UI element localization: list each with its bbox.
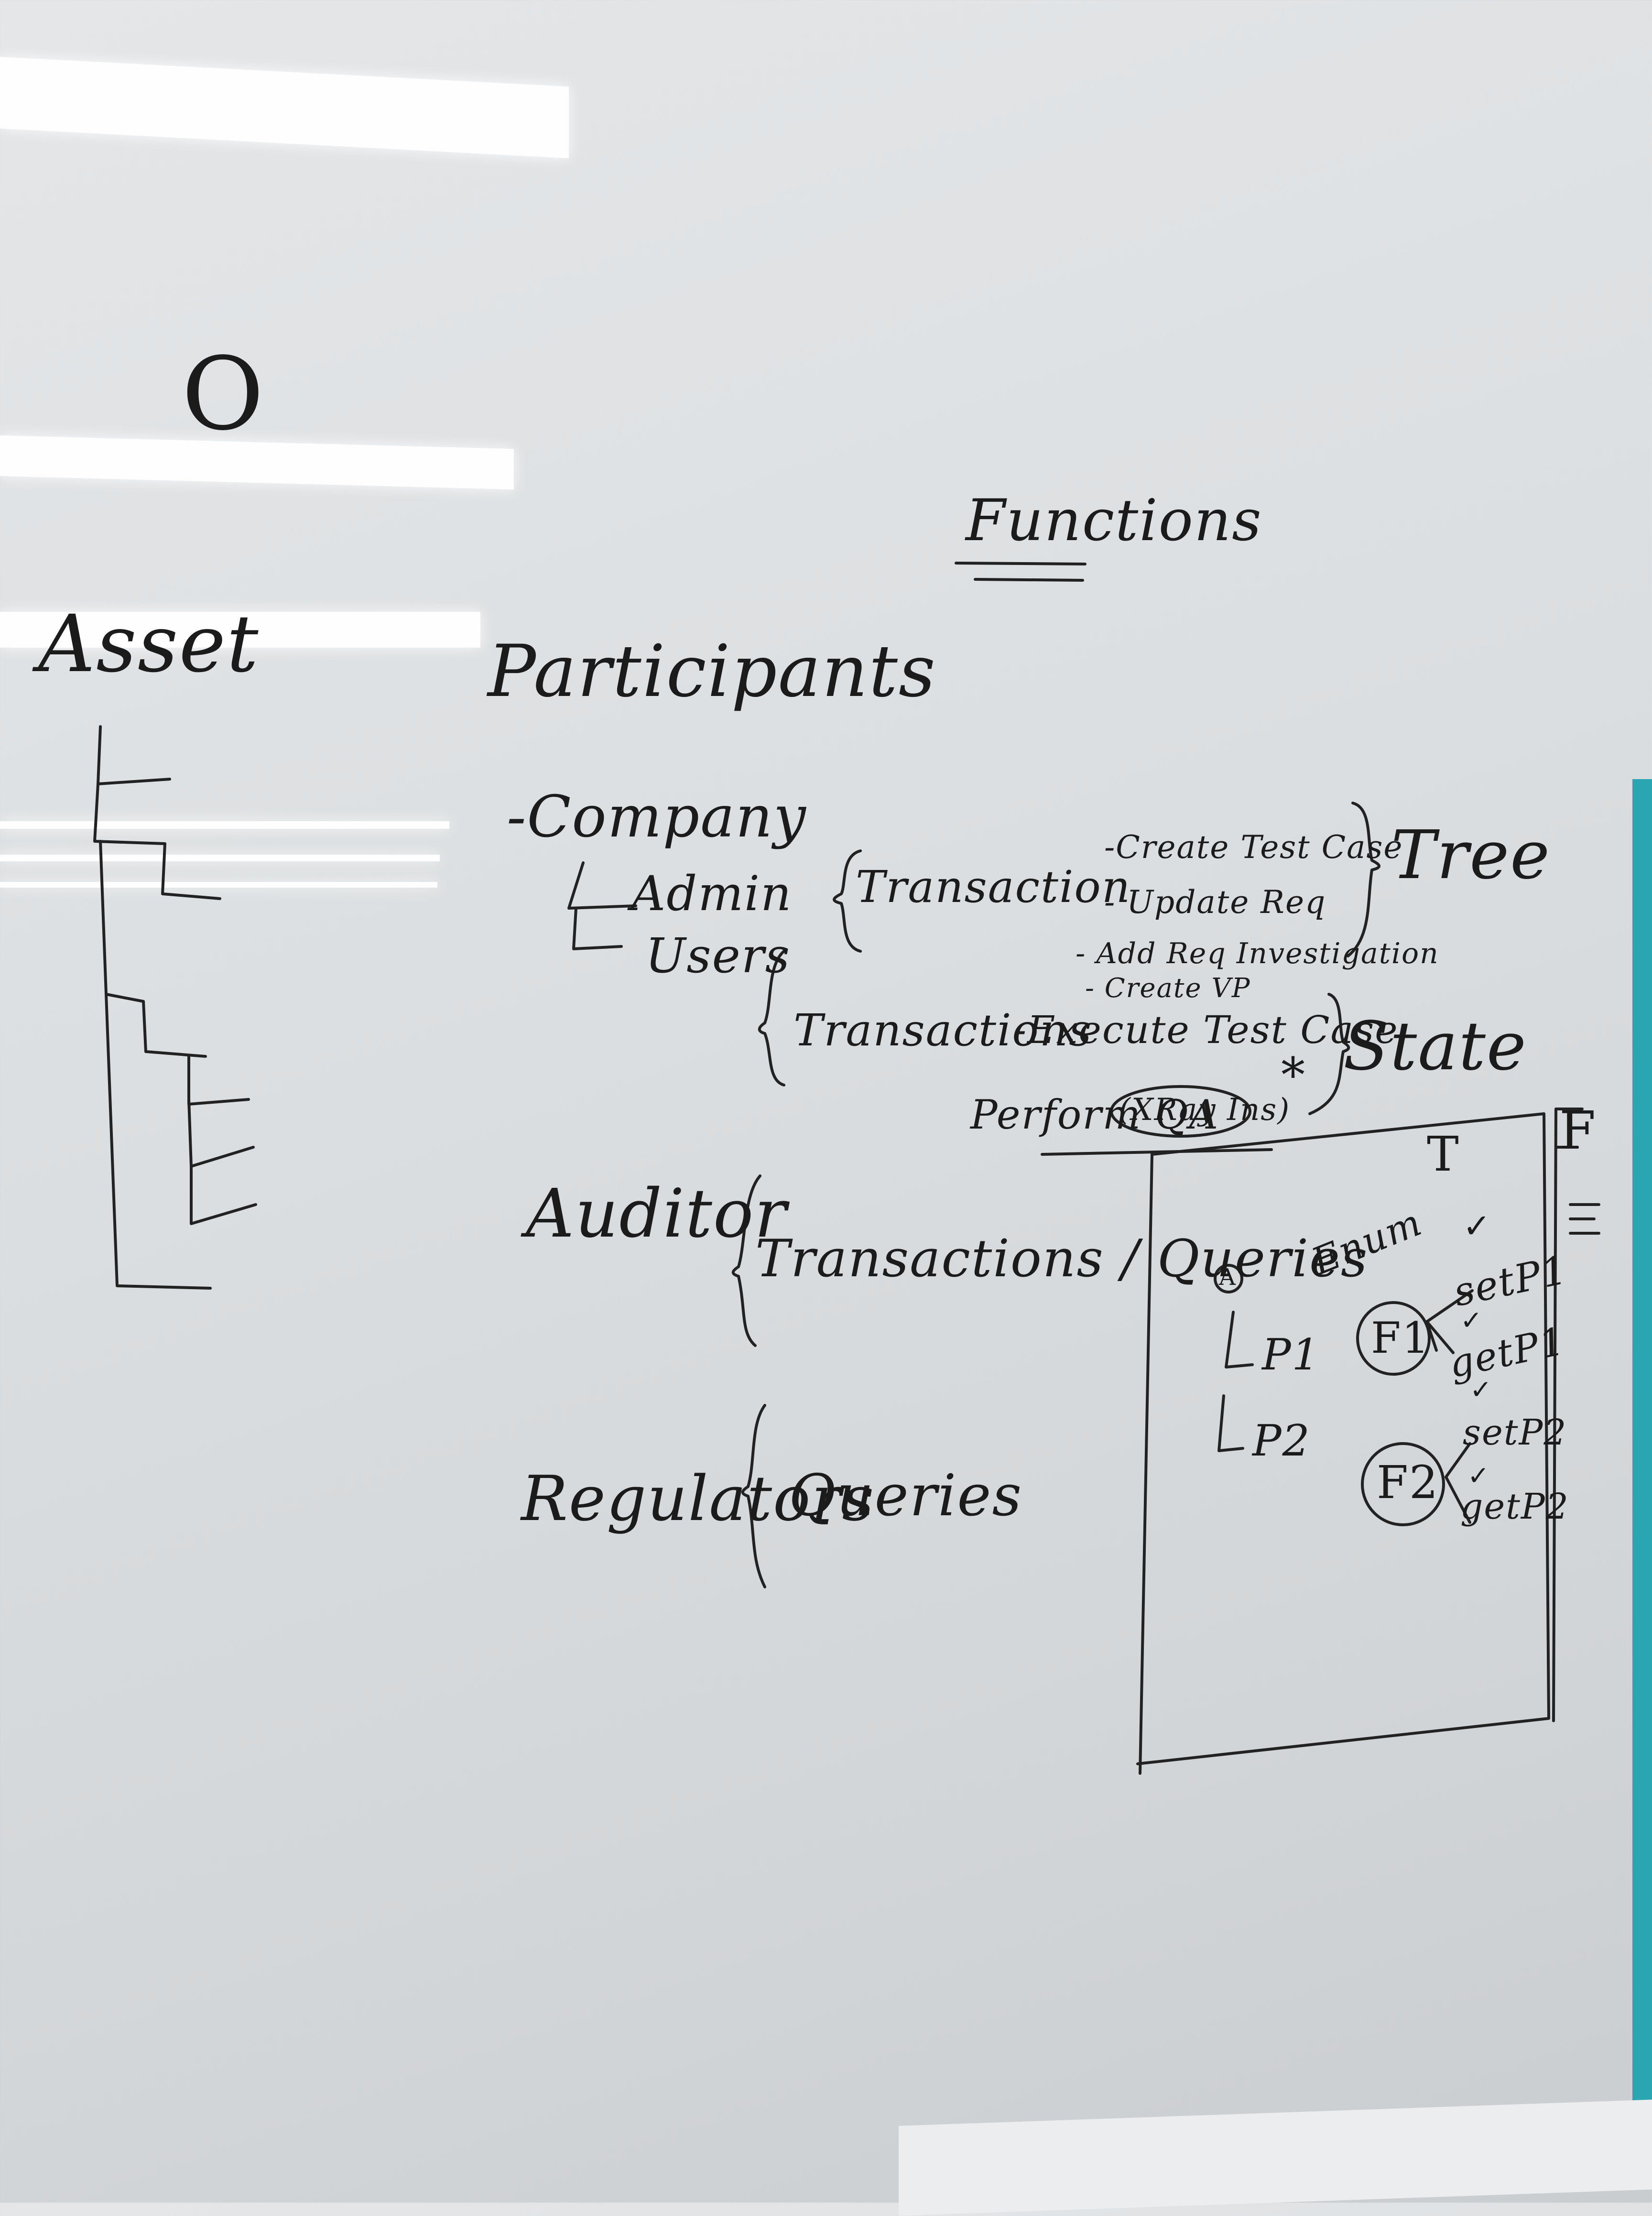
company-label: -Company [507, 784, 807, 850]
light-reflection-lower [0, 612, 480, 648]
users-action-execute-test-case: -Execute Test Case [1013, 1008, 1399, 1052]
check-mark-1: ✓ [1463, 1206, 1492, 1246]
participants-title: Participants [488, 630, 936, 713]
diagram-side-label-f: F [1559, 1100, 1597, 1161]
admin-action-add-req-investigation: - Add Req Investigation [1076, 937, 1439, 970]
p1-label: P1 [1262, 1330, 1320, 1380]
top-mark: O [182, 336, 265, 453]
tree-label: Tree [1391, 816, 1551, 894]
perform-qa-label: Perform QA [970, 1091, 1219, 1138]
p2-label: P2 [1252, 1416, 1311, 1466]
light-reflection-strip-1 [0, 821, 449, 829]
f2-label: F2 [1377, 1456, 1439, 1509]
regulator-items: Queries [789, 1463, 1023, 1529]
state-label: State [1343, 1008, 1527, 1086]
check-mark-4: ✓ [1467, 1460, 1491, 1491]
a-node-label: A [1219, 1264, 1237, 1291]
f2-method-get: getP2 [1460, 1486, 1569, 1527]
admin-label: Admin [631, 866, 793, 922]
light-reflection-strip-3 [0, 882, 437, 888]
asset-label: Asset [38, 598, 260, 690]
auditor-title: Auditor [526, 1175, 788, 1253]
f1-label: F1 [1371, 1313, 1430, 1363]
admin-action-create-test-case: -Create Test Case [1104, 829, 1403, 866]
admin-transaction-label: Transaction [856, 861, 1131, 912]
users-transactions-label: Transactions [793, 1005, 1093, 1056]
check-mark-3: ✓ [1470, 1374, 1493, 1405]
teal-board-edge [1632, 779, 1652, 2103]
check-mark-2: ✓ [1460, 1305, 1484, 1336]
functions-heading: Functions [966, 488, 1262, 554]
xray-ins-label: (XRay Ins) [1119, 1092, 1291, 1128]
star-mark: * [1281, 1047, 1306, 1103]
regulator-title: Regulators [521, 1462, 875, 1535]
users-label: Users [645, 928, 791, 984]
admin-action-update-req: - Update Req [1104, 884, 1326, 921]
light-reflection-strip-2 [0, 855, 440, 861]
diagram-top-label: T [1427, 1126, 1460, 1182]
auditor-items: Transactions / Queries [755, 1229, 1369, 1289]
f2-method-set: setP2 [1463, 1412, 1567, 1453]
admin-action-create-vp: - Create VP [1085, 973, 1251, 1004]
